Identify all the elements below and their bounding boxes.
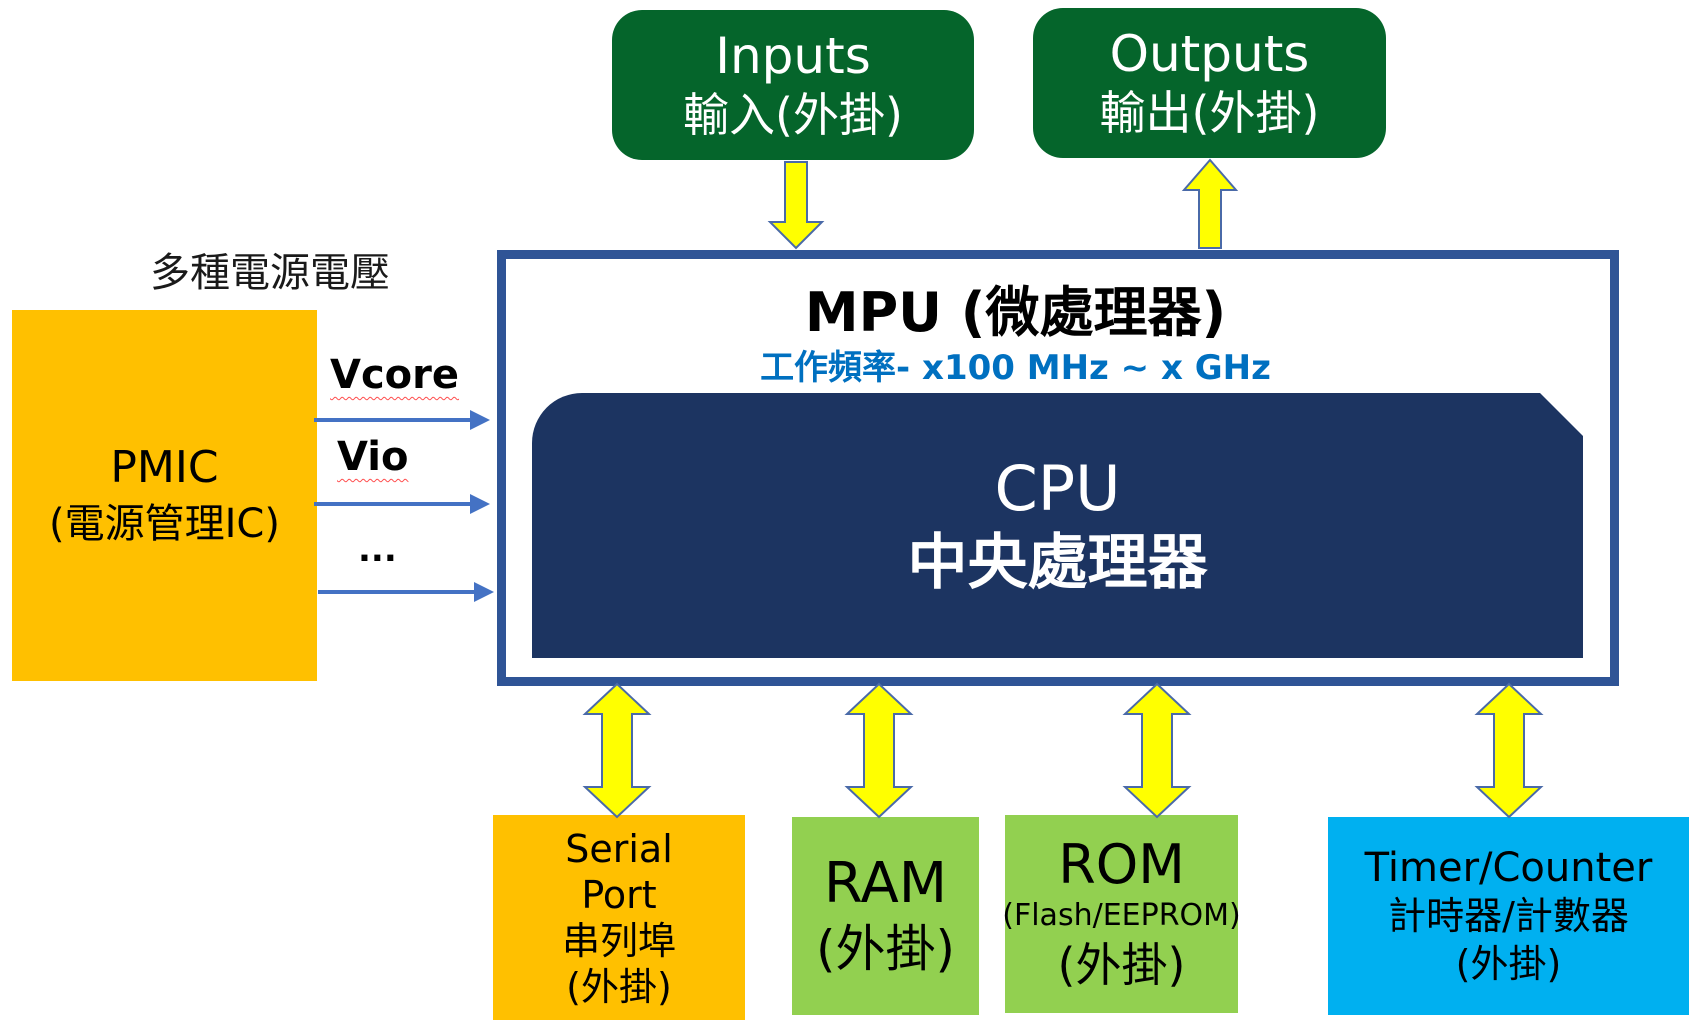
serial-label-1: Serial	[565, 826, 673, 871]
serial-label-2: Port	[581, 872, 657, 917]
ram-label: RAM	[823, 851, 948, 916]
rail-label-vio: Vio	[337, 434, 409, 480]
timer-label: Timer/Counter	[1364, 845, 1653, 891]
arrowhead-icon	[470, 494, 490, 514]
serial-port-box: Serial Port 串列埠 (外掛)	[493, 815, 745, 1020]
rom-sublabel: (外掛)	[1057, 938, 1186, 992]
mpu-title: MPU (微處理器)	[804, 281, 1227, 344]
cpu-sublabel: 中央處理器	[907, 527, 1208, 598]
cpu-box: CPU 中央處理器	[532, 393, 1583, 658]
rail-label-vcore: Vcore	[330, 352, 460, 398]
timer-bus-arrow	[1474, 682, 1544, 819]
outputs-sublabel: 輸出(外掛)	[1099, 86, 1320, 140]
cpu-label: CPU	[994, 451, 1121, 525]
outputs-label: Outputs	[1109, 25, 1310, 83]
inputs-label: Inputs	[715, 27, 871, 85]
pmic-label: PMIC	[110, 441, 219, 493]
rom-type: (Flash/EEPROM)	[1002, 898, 1241, 933]
pmic-box: PMIC (電源管理IC)	[12, 310, 317, 681]
power-arrow-vio	[314, 494, 490, 514]
timer-counter-box: Timer/Counter 計時器/計數器 (外掛)	[1328, 817, 1689, 1015]
mpu-frequency: 工作頻率- x100 MHz ~ x GHz	[760, 348, 1271, 388]
outputs-box: Outputs 輸出(外掛)	[1033, 8, 1386, 158]
power-title: 多種電源電壓	[150, 250, 390, 296]
serial-bus-arrow	[582, 682, 652, 819]
arrowhead-icon	[474, 582, 494, 602]
rom-box: ROM (Flash/EEPROM) (外掛)	[1002, 815, 1241, 1013]
rom-bus-arrow	[1122, 682, 1192, 819]
ram-bus-arrow	[844, 682, 914, 819]
output-arrow-up	[1181, 158, 1239, 249]
rom-label: ROM	[1058, 833, 1185, 896]
inputs-sublabel: 輸入(外掛)	[683, 88, 903, 142]
timer-sublabel: (外掛)	[1455, 942, 1562, 986]
pmic-sublabel: (電源管理IC)	[49, 500, 280, 547]
rail-label-more: ...	[358, 530, 397, 570]
ram-sublabel: (外掛)	[815, 920, 955, 978]
timer-chinese-label: 計時器/計數器	[1388, 894, 1629, 938]
power-arrow-other	[318, 582, 494, 602]
ram-box: RAM (外掛)	[792, 817, 979, 1015]
power-arrow-vcore	[314, 410, 490, 430]
input-arrow-down	[767, 161, 825, 250]
arrowhead-icon	[470, 410, 490, 430]
serial-label-3: 串列埠	[561, 918, 676, 963]
serial-label-4: (外掛)	[566, 964, 672, 1009]
inputs-box: Inputs 輸入(外掛)	[612, 10, 974, 160]
